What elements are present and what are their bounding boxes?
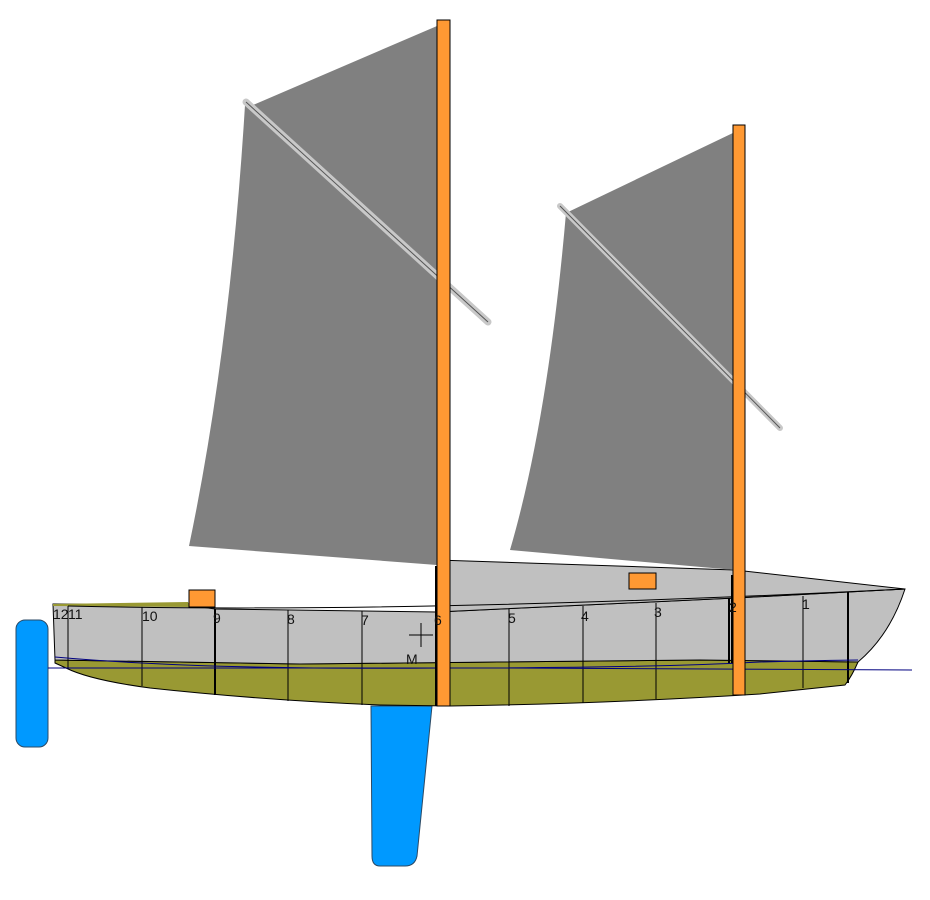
station-label-2: 2 [729,599,737,615]
main-sail [189,26,437,565]
stern-deck-edge [53,602,190,607]
station-label-4: 4 [581,608,589,624]
station-label-5: 5 [508,610,516,626]
station-lines [67,592,849,706]
main-mast [436,19,451,707]
station-label-9: 9 [213,610,221,626]
waterline-curve [54,656,859,669]
keel [370,705,433,867]
centre-marker [409,623,433,647]
aft-hatch [188,589,216,608]
station-label-6: 6 [434,612,442,628]
fore-mast [732,124,746,696]
station-label-1: 1 [802,596,810,612]
fore-hatch [628,572,657,590]
station-label-10: 10 [142,608,158,624]
station-label-11: 11 [68,606,83,622]
station-label-3: 3 [654,604,662,620]
rudder [15,619,49,748]
station-label-8: 8 [287,611,295,627]
station-label-12: 12 [53,606,69,622]
station-labels: 1 2 3 4 5 6 7 8 9 10 11 12 [53,596,810,628]
fore-sail [510,132,735,570]
marker-label: M [406,651,418,667]
station-label-7: 7 [361,612,369,628]
